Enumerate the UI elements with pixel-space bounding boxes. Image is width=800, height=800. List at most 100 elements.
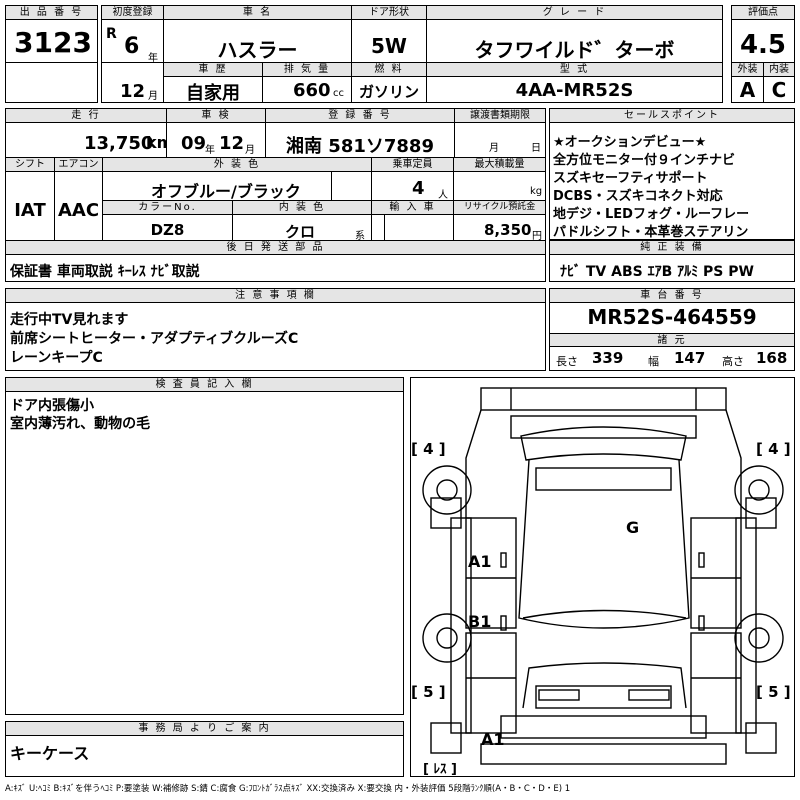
transfer-deadline-cell: 譲渡書類期限 月 日 <box>454 108 546 158</box>
height-label: 高さ <box>722 355 744 368</box>
color-no: DZ8 <box>150 221 185 239</box>
width-label: 幅 <box>648 355 659 368</box>
interior-grade: C <box>771 78 787 102</box>
inspector-header: 検 査 員 記 入 欄 <box>6 378 403 392</box>
fuel-cell: 燃 料 ガソリン <box>351 62 427 103</box>
score: 4.5 <box>739 30 787 60</box>
interior-color: クロ <box>285 223 316 241</box>
lot-number: 3123 <box>14 26 92 59</box>
sale-point-6: パドルシフト・本革巻ステアリン <box>553 225 749 240</box>
score-cell: 評価点 4.5 <box>731 5 795 63</box>
sale-points-cell: セールスポイント ★オークションデビュー★ 全方位モニター付９インチナビ スズキ… <box>549 108 795 240</box>
capacity-header: 乗車定員 <box>372 158 453 172</box>
aircon-header: エアコン <box>55 158 102 172</box>
recycle-unit: 円 <box>532 231 542 242</box>
shift-cell: シフト IAT <box>5 157 55 241</box>
length-value: 339 <box>592 349 624 367</box>
later-parts: 保証書 車両取説 ｷｰﾚｽ ﾅﾋﾞ取説 <box>10 264 200 280</box>
damage-mark-front-door: A1 <box>468 552 492 571</box>
max-load-unit: kg <box>530 186 543 197</box>
inspector-note-2: 室内薄汚れ、動物の毛 <box>10 416 151 432</box>
model-code-header: 型 式 <box>427 63 722 77</box>
history-header: 車 歴 <box>164 63 262 77</box>
import-divider <box>384 215 385 240</box>
inspection-cell: 車 検 09 年 12 月 <box>166 108 266 158</box>
registration-month-unit: 月 <box>148 91 158 102</box>
office-cell: 事 務 局 よ り ご 案 内 キーケース <box>5 721 404 777</box>
transfer-day-unit: 日 <box>531 143 541 154</box>
genuine-equipment-cell: 純 正 装 備 ﾅﾋﾞ TV ABS ｴｱB ｱﾙﾐ PS PW <box>549 240 795 282</box>
max-load-header: 最大積載量 <box>454 158 545 172</box>
fuel-header: 燃 料 <box>352 63 426 77</box>
first-registration-header: 初度登録 <box>102 6 163 20</box>
registration-year: 6 <box>124 34 140 59</box>
mileage-header: 走 行 <box>6 109 166 123</box>
sale-point-3: スズキセーフティサポート <box>553 171 708 186</box>
door-type-header: ドア形状 <box>352 6 426 20</box>
sale-point-5: 地デジ・LEDフォグ・ルーフレー <box>553 207 750 222</box>
lot-number-header: 出 品 番 号 <box>6 6 97 20</box>
damage-mark-rear: A1 <box>481 730 505 749</box>
genuine-equipment: ﾅﾋﾞ TV ABS ｴｱB ｱﾙﾐ PS PW <box>560 264 754 280</box>
recycle-header: リサイクル預託金 <box>454 201 545 215</box>
height-value: 168 <box>756 349 788 367</box>
fuel: ガソリン <box>358 83 419 101</box>
sale-points-header: セールスポイント <box>550 109 794 123</box>
capacity-cell: 乗車定員 4 人 <box>371 157 454 201</box>
car-name-cell: 車 名 ハスラー <box>163 5 352 63</box>
max-load-cell: 最大積載量 kg <box>453 157 546 201</box>
exterior-grade-cell: 外装 A <box>731 62 764 103</box>
car-diagram: [ 4 ] [ 4 ] [ 5 ] [ 5 ] [ ﾚｽ ] G A1 B1 A… <box>410 377 795 777</box>
note-2: 前席シートヒーター・アダプティブクルーズC <box>10 331 299 347</box>
first-registration-cell: 初度登録 R 6 年 <box>101 5 164 64</box>
transfer-deadline-header: 譲渡書類期限 <box>455 109 545 123</box>
exterior-color-cell: 外 装 色 オフブルー/ブラック <box>102 157 372 201</box>
grade: タフワイルド゛ターボ <box>474 38 675 62</box>
model-code-cell: 型 式 4AA-MR52S <box>426 62 723 103</box>
history-cell: 車 歴 自家用 <box>163 62 263 104</box>
genuine-equipment-header: 純 正 装 備 <box>550 241 794 255</box>
dimensions-header: 諸 元 <box>550 333 794 347</box>
exterior-color-divider <box>331 172 332 200</box>
history: 自家用 <box>186 83 240 104</box>
car-name-header: 車 名 <box>164 6 351 20</box>
registration-month-cell: 12 月 <box>101 62 164 103</box>
shift: IAT <box>14 200 46 221</box>
registration-year-unit: 年 <box>148 53 158 64</box>
era: R <box>106 26 117 42</box>
chassis-number-cell: 車 台 番 号 MR52S-464559 諸 元 長さ 339 幅 147 高さ… <box>549 288 795 371</box>
displacement-cell: 排 気 量 660 cc <box>262 62 352 103</box>
interior-color-header: 内 装 色 <box>233 201 371 215</box>
mileage-cell: 走 行 13,750 km <box>5 108 173 158</box>
lot-number-blank <box>5 62 98 103</box>
import-cell: 輸 入 車 <box>371 200 454 241</box>
transfer-month-unit: 月 <box>489 143 499 154</box>
grade-cell: グ レ ー ド タフワイルド゛ターボ <box>426 5 723 63</box>
inspection-header: 車 検 <box>167 109 265 123</box>
door-type: 5W <box>371 34 407 58</box>
spare-tire: [ ﾚｽ ] <box>423 762 457 777</box>
inspector-note-1: ドア内張傷小 <box>10 398 94 414</box>
note-3: レーンキープC <box>10 350 103 366</box>
car-name: ハスラー <box>217 38 298 62</box>
inspection-month-unit: 月 <box>245 145 255 156</box>
chassis-number: MR52S-464559 <box>587 305 757 329</box>
exterior-color: オフブルー/ブラック <box>151 182 301 201</box>
office-note: キーケース <box>10 744 90 763</box>
capacity: 4 <box>412 178 425 199</box>
inspection-year-unit: 年 <box>205 145 215 156</box>
office-header: 事 務 局 よ り ご 案 内 <box>6 722 403 736</box>
width-value: 147 <box>674 349 706 367</box>
sale-point-1: ★オークションデビュー★ <box>553 135 707 150</box>
shift-header: シフト <box>6 158 54 172</box>
notes-cell: 注 意 事 項 欄 走行中TV見れます 前席シートヒーター・アダプティブクルーズ… <box>5 288 546 371</box>
damage-mark-rear-door: B1 <box>468 612 492 631</box>
interior-color-cell: 内 装 色 クロ 系 <box>232 200 372 242</box>
note-1: 走行中TV見れます <box>10 312 129 328</box>
interior-color-unit: 系 <box>355 231 365 242</box>
plate-header: 登 録 番 号 <box>266 109 454 123</box>
recycle: 8,350 <box>484 221 532 239</box>
door-type-cell: ドア形状 5W <box>351 5 427 63</box>
legend: A:ｷｽﾞ U:ﾍｺﾐ B:ｷｽﾞを伴うﾍｺﾐ P:要塗装 W:補修跡 S:錆 … <box>5 784 571 794</box>
chassis-number-header: 車 台 番 号 <box>550 289 794 303</box>
